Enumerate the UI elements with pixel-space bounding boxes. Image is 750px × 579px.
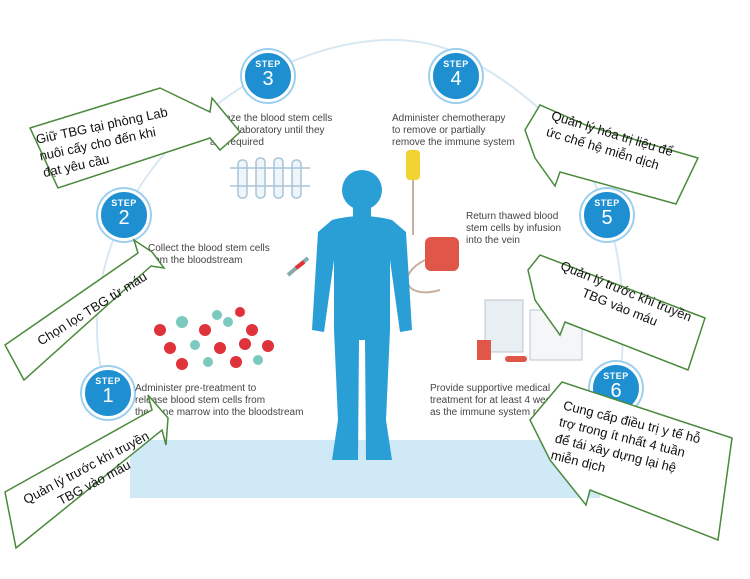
callout-shape-2 xyxy=(4,238,166,382)
callout-shape-1 xyxy=(4,394,169,550)
step-4-description: Administer chemotherapy to remove or par… xyxy=(392,113,515,148)
syringe-icon xyxy=(286,256,310,277)
callout-shape-6 xyxy=(529,381,733,542)
callout-shape-5 xyxy=(527,254,706,371)
callout-shape-4 xyxy=(524,104,700,205)
callout-shape-3 xyxy=(28,87,242,189)
chemo-bag-icon xyxy=(406,150,420,235)
human-figure-illustration xyxy=(312,170,412,460)
medical-chart-icon xyxy=(477,299,583,362)
floor-panel xyxy=(130,440,600,498)
step-5-description: Return thawed blood stem cells by infusi… xyxy=(466,211,562,246)
test-tubes-illustration xyxy=(230,157,310,199)
blood-cells-illustration xyxy=(154,307,274,370)
